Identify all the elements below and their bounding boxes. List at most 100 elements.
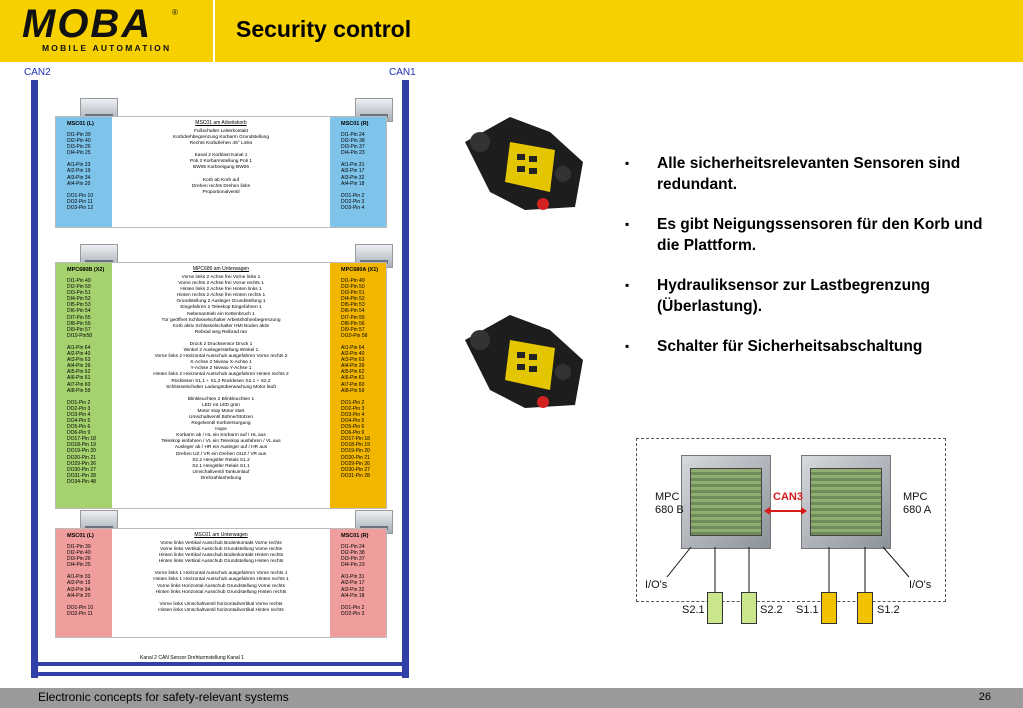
list-item: DO1-Pin 2 [341, 192, 365, 199]
list-item: AI8-Pin 59 [67, 387, 91, 394]
list-item: Proportionalventil [202, 189, 240, 195]
list-item: DO3-Pin 4 [341, 411, 365, 418]
list-item: AI6-Pin 61 [341, 375, 365, 382]
can1-label: CAN1 [389, 67, 416, 78]
list-item: DO1-Pin 10 [67, 192, 94, 199]
list-item: DO2-Pin 11 [67, 198, 93, 205]
list-item: Drehen rechts Drehen links [191, 183, 251, 189]
list-item: Rebrad weg Reibrad ran [194, 329, 248, 335]
bullet-item: Alle sicherheitsrelevanten Sensoren sind… [623, 153, 988, 195]
bullet-item: Es gibt Neigungssensoren für den Korb un… [623, 214, 988, 256]
controller-header: MSC01 (R) [341, 121, 369, 127]
footer-bar: Electronic concepts for safety-relevant … [0, 688, 1023, 708]
list-item: AI2-Pin 17 [341, 168, 365, 175]
list-item: DO4-Pin 5 [341, 417, 365, 424]
list-item: AI1-Pin 33 [67, 162, 91, 169]
list-item: AI1-Pin 31 [341, 574, 365, 581]
list-item: DO6-Pin 9 [341, 430, 365, 437]
list-item: DI4-Pin 23 [341, 150, 365, 157]
list-item: DO3-Pin 4 [67, 411, 91, 418]
controller-header: MPC680B (X2) [67, 267, 105, 273]
list-item: DO2-Pin 3 [341, 198, 365, 205]
list-item: AI3-Pin 63 [341, 357, 365, 364]
list-item: S2.1 Hengstler Relais S1.1 [192, 463, 250, 469]
list-item: DO30-Pin 27 [67, 466, 96, 473]
list-item: DI1-Pin 49 [341, 278, 365, 284]
moba-logo: MOBA ® MOBILE AUTOMATION [0, 0, 215, 62]
list-item: BW05 Korbneigung BW06 [193, 165, 249, 171]
signal-list: MSC01 am Arbeitskorb Fußschalter Leiterk… [112, 117, 330, 227]
list-item: DI6-Pin 54 [67, 308, 91, 315]
list-item: AI3-Pin 63 [67, 357, 91, 364]
can-bottom-bus-2 [31, 672, 409, 676]
list-item: AI3-Pin 34 [67, 174, 91, 181]
list-item: DO34-Pin 48 [67, 478, 96, 485]
list-item: DI1-Pin 39 [67, 132, 91, 138]
list-item: Kanal 2 Korblast Kanal 1 [194, 153, 248, 159]
list-item: Eingefahren 2 Teleskop Eingefahren 1 [180, 305, 262, 311]
list-item: AI2-Pin 17 [341, 580, 365, 587]
switch-s22-icon [741, 592, 757, 624]
list-item: DI4-Pin 52 [341, 296, 365, 303]
list-item: DI4-Pin 25 [67, 150, 91, 157]
controller-header: MSC01 (L) [67, 121, 94, 127]
list-item: Hinten links Horizontal Ausschub Grundst… [155, 589, 287, 595]
can2-bus-line [31, 80, 38, 678]
list-item: DI10-Pin 58 [341, 332, 368, 339]
controller-header: MPC680A (X1) [341, 267, 379, 273]
diagram-connections [666, 507, 910, 601]
list-item: DI3-Pin 37 [341, 144, 365, 151]
list-item: Hinten rechts 2 Achse frei Hinten rechts… [176, 293, 266, 299]
list-item: DI3-Pin 26 [67, 144, 91, 151]
signal-rows: Vorne links Vertikal Ausschub Bodenkonta… [112, 541, 330, 614]
list-item: DI7-Pin 55 [67, 314, 91, 321]
list-item: DI5-Pin 53 [341, 302, 365, 309]
list-item: AI4-Pin 20 [67, 592, 91, 599]
list-item: X-Achse 2 Niveau X-Achse 1 [190, 360, 252, 366]
list-item: Hinten links Umschaltventil horizontal/v… [158, 607, 284, 613]
list-item: AI4-Pin 39 [341, 363, 365, 370]
list-item: DO3-Pin 12 [67, 204, 94, 211]
logo-subtitle: MOBILE AUTOMATION [42, 43, 172, 53]
switch-label: S2.2 [760, 604, 783, 616]
list-item: Hinten links 1 Horizontal Ausschub ausge… [153, 577, 289, 583]
list-item: Vorne links Horizontal Ausschub Grundste… [157, 583, 285, 589]
bullet-item: Hydrauliksensor zur Lastbegrenzung (Über… [623, 275, 988, 317]
list-item: AI6-Pin 61 [67, 375, 91, 382]
list-item: DI4-Pin 23 [341, 562, 365, 569]
list-item: AI7-Pin 60 [341, 381, 365, 388]
control-panel-image [465, 315, 583, 408]
can1-bus-line [402, 80, 409, 678]
io-label-right: I/O's [909, 579, 932, 591]
can3-label: CAN3 [773, 491, 803, 503]
list-item: AI4-Pin 20 [67, 180, 91, 187]
list-item: DI3-Pin 51 [341, 290, 365, 297]
list-item: DO29-Pin 26 [67, 460, 96, 467]
list-item: AI1-Pin 33 [67, 574, 91, 581]
list-item: Hinten links Vertikal Ausschub Grundstel… [158, 559, 284, 565]
list-item: AI3-Pin 32 [341, 586, 365, 593]
mpc680b-label: MPC 680 B [655, 491, 684, 516]
list-item: DI9-Pin 57 [341, 326, 365, 333]
list-item: Poti 2 Korbarmstellung Poti 1 [189, 159, 253, 165]
list-item: Ausleger ab / HR ein Ausleger auf / HR a… [174, 445, 268, 451]
list-item: AI1-Pin 64 [341, 344, 365, 351]
list-item: AI4-Pin 39 [67, 363, 91, 370]
list-item: AI3-Pin 32 [341, 174, 365, 181]
list-item: Vorne links 2 Horizontal Ausschub ausgef… [154, 354, 288, 360]
list-item: DO2-Pin 3 [67, 405, 91, 412]
list-item: Teleskop einfahren / VL ein Teleskop aus… [161, 439, 281, 445]
list-item: DO5-Pin 6 [67, 424, 91, 431]
list-item: DI2-Pin 40 [67, 550, 91, 557]
mpc680a-unit [801, 455, 891, 549]
list-item: DI7-Pin 55 [341, 314, 365, 321]
list-item: DI3-Pin 37 [341, 556, 365, 563]
list-item: Y-Achse 2 Niveau Y-Achse 1 [190, 366, 252, 372]
